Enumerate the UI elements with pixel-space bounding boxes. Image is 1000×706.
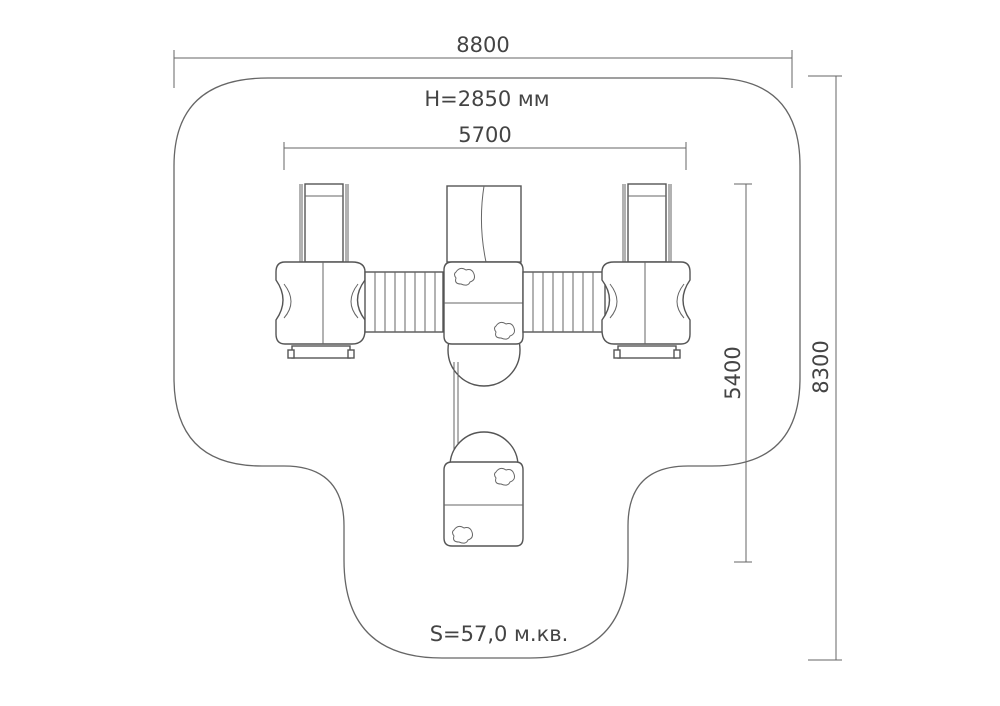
overall-depth-label: 8300 bbox=[809, 340, 833, 393]
overall-width-label: 8800 bbox=[456, 33, 509, 57]
dimension-inner-depth: 5400 bbox=[721, 183, 752, 563]
center-tower bbox=[443, 185, 524, 387]
safety-zone-outline bbox=[173, 77, 801, 659]
dimension-overall-width: 8800 bbox=[173, 33, 793, 88]
inner-width-label: 5700 bbox=[458, 123, 511, 147]
area-label: S=57,0 м.кв. bbox=[430, 622, 569, 646]
height-label: H=2850 мм bbox=[424, 87, 549, 111]
right-tower bbox=[601, 261, 691, 359]
left-slide bbox=[299, 183, 349, 263]
bottom-tower bbox=[443, 431, 524, 547]
dimension-inner-width: 5700 bbox=[283, 123, 687, 170]
inner-depth-label: 5400 bbox=[721, 346, 745, 399]
dimension-overall-depth: 8300 bbox=[808, 75, 842, 661]
right-bridge bbox=[522, 271, 606, 333]
left-tower bbox=[275, 261, 366, 359]
right-slide bbox=[622, 183, 672, 263]
left-bridge bbox=[364, 271, 444, 333]
